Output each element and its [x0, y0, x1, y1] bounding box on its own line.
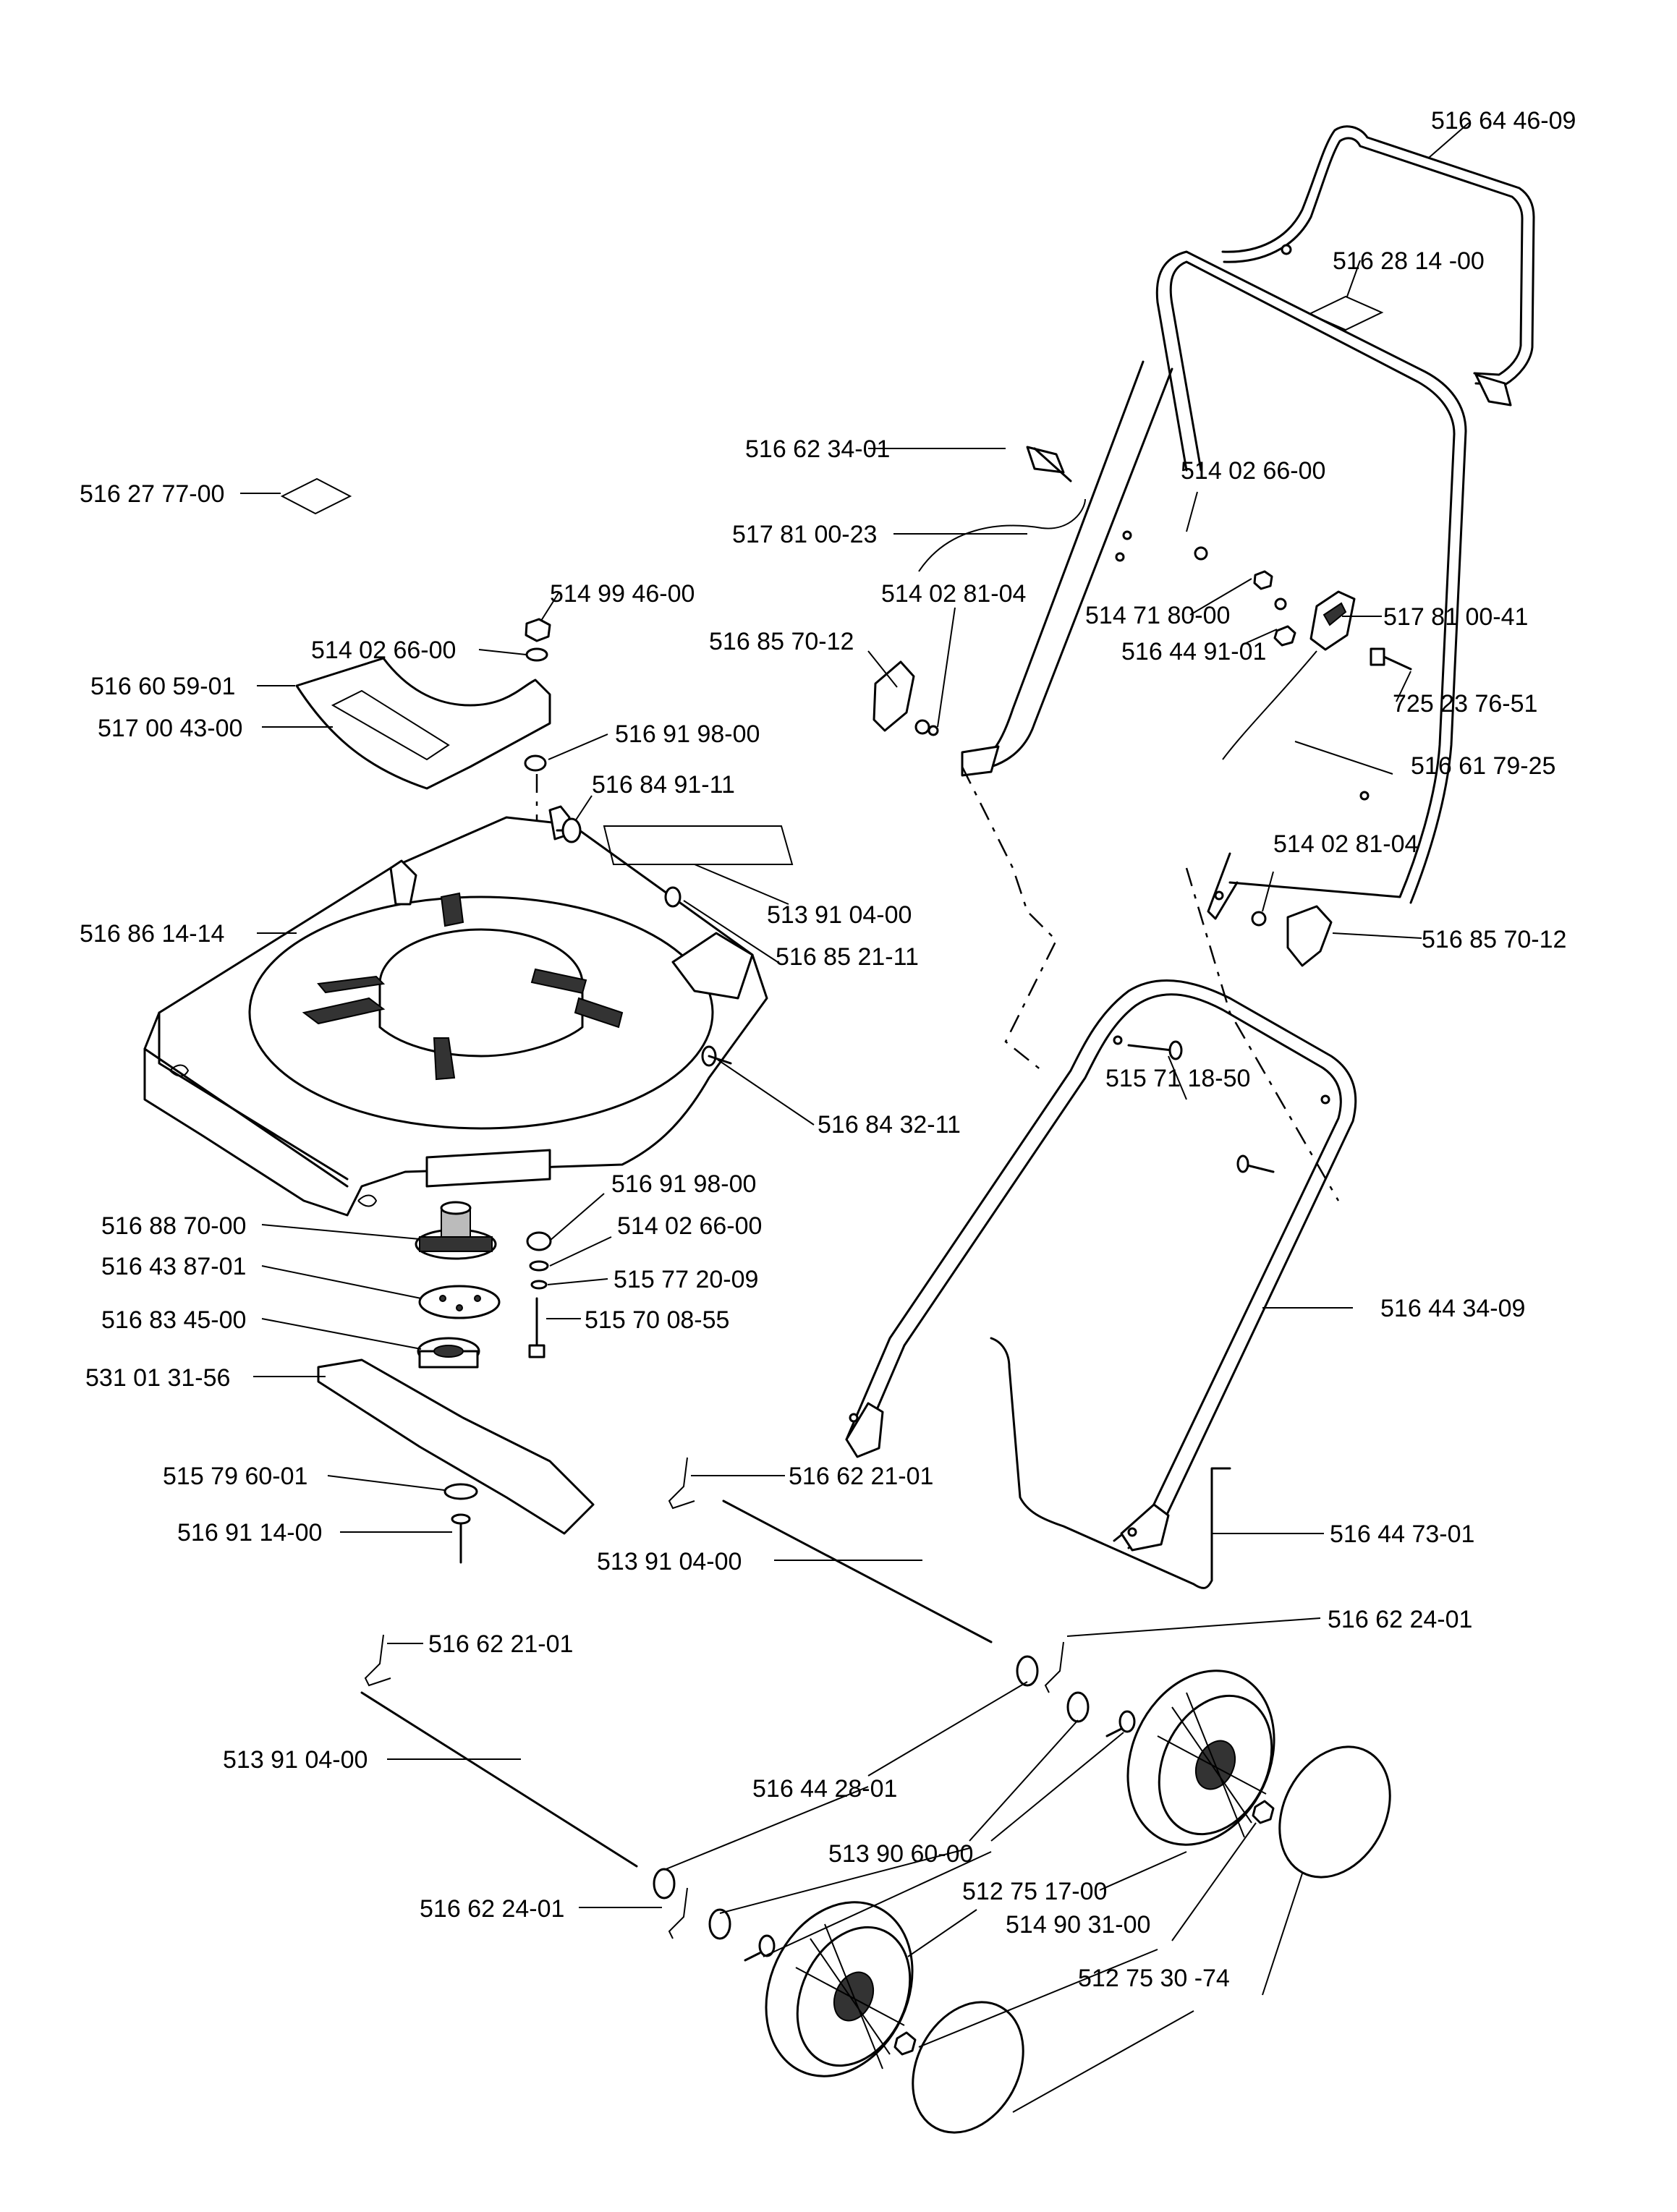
height-bracket-3: [1044, 1641, 1064, 1693]
part-label: 516 61 79-25: [1411, 752, 1555, 780]
part-label: 516 44 91-01: [1121, 638, 1266, 665]
wheel-nut-front: [893, 2031, 917, 2056]
part-label: 514 02 81-04: [881, 580, 1026, 608]
rear-deflector: [295, 657, 551, 790]
part-label: 516 86 14-14: [80, 920, 224, 948]
part-label: 516 91 98-00: [615, 720, 760, 748]
parts-artwork: [143, 125, 1535, 2134]
part-label: 515 77 20-09: [614, 1266, 758, 1293]
part-label: 516 62 21-01: [428, 1630, 573, 1658]
height-bracket-4: [668, 1887, 688, 1939]
part-label: 516 62 21-01: [789, 1463, 933, 1490]
plug-516-84-91-11: [556, 817, 582, 843]
wheel-nut-rear: [1252, 1800, 1275, 1824]
blade-washer: [443, 1483, 478, 1500]
part-label: 514 02 81-04: [1273, 830, 1418, 858]
part-label: 516 88 70-00: [101, 1212, 246, 1240]
part-label: 514 71 80-00: [1085, 602, 1230, 629]
bolt-725-23-76-51: [1370, 647, 1412, 671]
part-label: 517 00 43-00: [98, 715, 242, 742]
part-label: 517 81 00-41: [1383, 603, 1528, 631]
part-label: 514 99 46-00: [550, 580, 695, 608]
part-label: 516 62 34-01: [745, 435, 890, 463]
part-label: 515 70 08-55: [585, 1306, 729, 1334]
bolt-516-84-32-11: [701, 1045, 732, 1067]
part-label: 517 81 00-23: [732, 521, 877, 548]
assembly-dash-line-right: [1185, 867, 1340, 1201]
part-label: 513 91 04-00: [223, 1746, 368, 1774]
part-label: 516 62 24-01: [1328, 1606, 1472, 1633]
part-label: 516 44 28-01: [752, 1775, 897, 1803]
washer-516-44-28-01: [1016, 1655, 1039, 1687]
part-label: 516 91 98-00: [611, 1170, 756, 1198]
grass-bag-frame: [990, 1337, 1231, 1589]
part-label: 514 02 66-00: [617, 1212, 762, 1240]
blade-spacer: [418, 1285, 501, 1319]
bolt-515-71-18-50: [1127, 1040, 1275, 1173]
part-label: 513 91 04-00: [597, 1548, 742, 1575]
part-label: 516 27 77-00: [80, 480, 224, 508]
part-label: 516 28 14 -00: [1333, 247, 1485, 275]
part-label: 516 91 14-00: [177, 1519, 322, 1547]
hub-cap-front: [912, 2001, 1024, 2134]
decal-516-27-77-00: [280, 477, 352, 515]
blade-hub: [417, 1337, 480, 1369]
part-label: 514 90 31-00: [1006, 1911, 1150, 1939]
nut-514-71-80-00: [1194, 546, 1296, 647]
blade: [317, 1358, 595, 1535]
deck-decal: [603, 825, 794, 865]
part-label: 513 90 60-00: [828, 1840, 973, 1868]
part-label: 516 60 59-01: [90, 673, 235, 700]
part-label: 513 91 04-00: [767, 901, 912, 929]
part-label: 516 44 34-09: [1380, 1295, 1525, 1322]
brake-lever: [1222, 590, 1356, 760]
handle-knob-left: [873, 660, 939, 736]
upper-handle-frame: [961, 250, 1467, 920]
part-label: 725 23 76-51: [1393, 690, 1537, 718]
leader-lines: [240, 122, 1469, 2113]
part-label: 516 84 91-11: [592, 771, 735, 799]
assembly-dash-line: [961, 766, 1058, 1071]
height-bracket-1: [668, 1457, 695, 1510]
wheel-bolt-rear: [1105, 1710, 1136, 1737]
part-label: 516 44 73-01: [1330, 1520, 1474, 1548]
part-label: 516 85 21-11: [776, 943, 919, 971]
axle-front: [360, 1691, 638, 1868]
throttle-lever: [1026, 446, 1072, 482]
wheel-bolt-front: [744, 1934, 776, 1962]
part-label: 516 43 87-01: [101, 1253, 246, 1280]
part-label: 516 83 45-00: [101, 1306, 246, 1334]
deck-bolt-stack: [526, 1231, 552, 1358]
handle-knob-right: [1251, 905, 1333, 967]
blade-bolt: [451, 1513, 471, 1564]
part-label: 516 85 70-12: [709, 628, 854, 655]
part-number-labels: 516 64 46-09 516 28 14 -00 516 62 34-01 …: [80, 107, 1576, 1992]
part-label: 512 75 30 -74: [1078, 1965, 1230, 1992]
part-label: 515 79 60-01: [163, 1463, 307, 1490]
wheel-front: [765, 1901, 914, 2077]
part-label: 516 64 46-09: [1431, 107, 1576, 135]
part-label: 516 62 24-01: [420, 1895, 564, 1923]
part-label: 516 85 70-12: [1422, 926, 1566, 953]
part-label: 515 71 18-50: [1105, 1065, 1250, 1092]
plug-516-85-21-11: [664, 886, 682, 908]
part-label: 512 75 17-00: [962, 1878, 1107, 1905]
part-label: 514 02 66-00: [311, 637, 456, 664]
part-label: 516 84 32-11: [818, 1111, 961, 1139]
lower-handle: [845, 979, 1357, 1552]
part-label: 531 01 31-56: [85, 1364, 230, 1392]
decal-handle: [1307, 295, 1384, 331]
axle-rear: [722, 1500, 993, 1643]
hub-cap-rear: [1278, 1745, 1391, 1879]
upper-handle-bar: [1221, 125, 1535, 407]
wheel-rear: [1126, 1669, 1275, 1846]
mower-deck: [143, 805, 768, 1217]
part-label: 514 02 66-00: [1181, 457, 1325, 485]
throttle-cable: [918, 498, 1086, 572]
motor-hub: [415, 1201, 497, 1260]
washer-516-44-28-01b: [653, 1868, 676, 1900]
height-bracket-2: [364, 1634, 391, 1687]
